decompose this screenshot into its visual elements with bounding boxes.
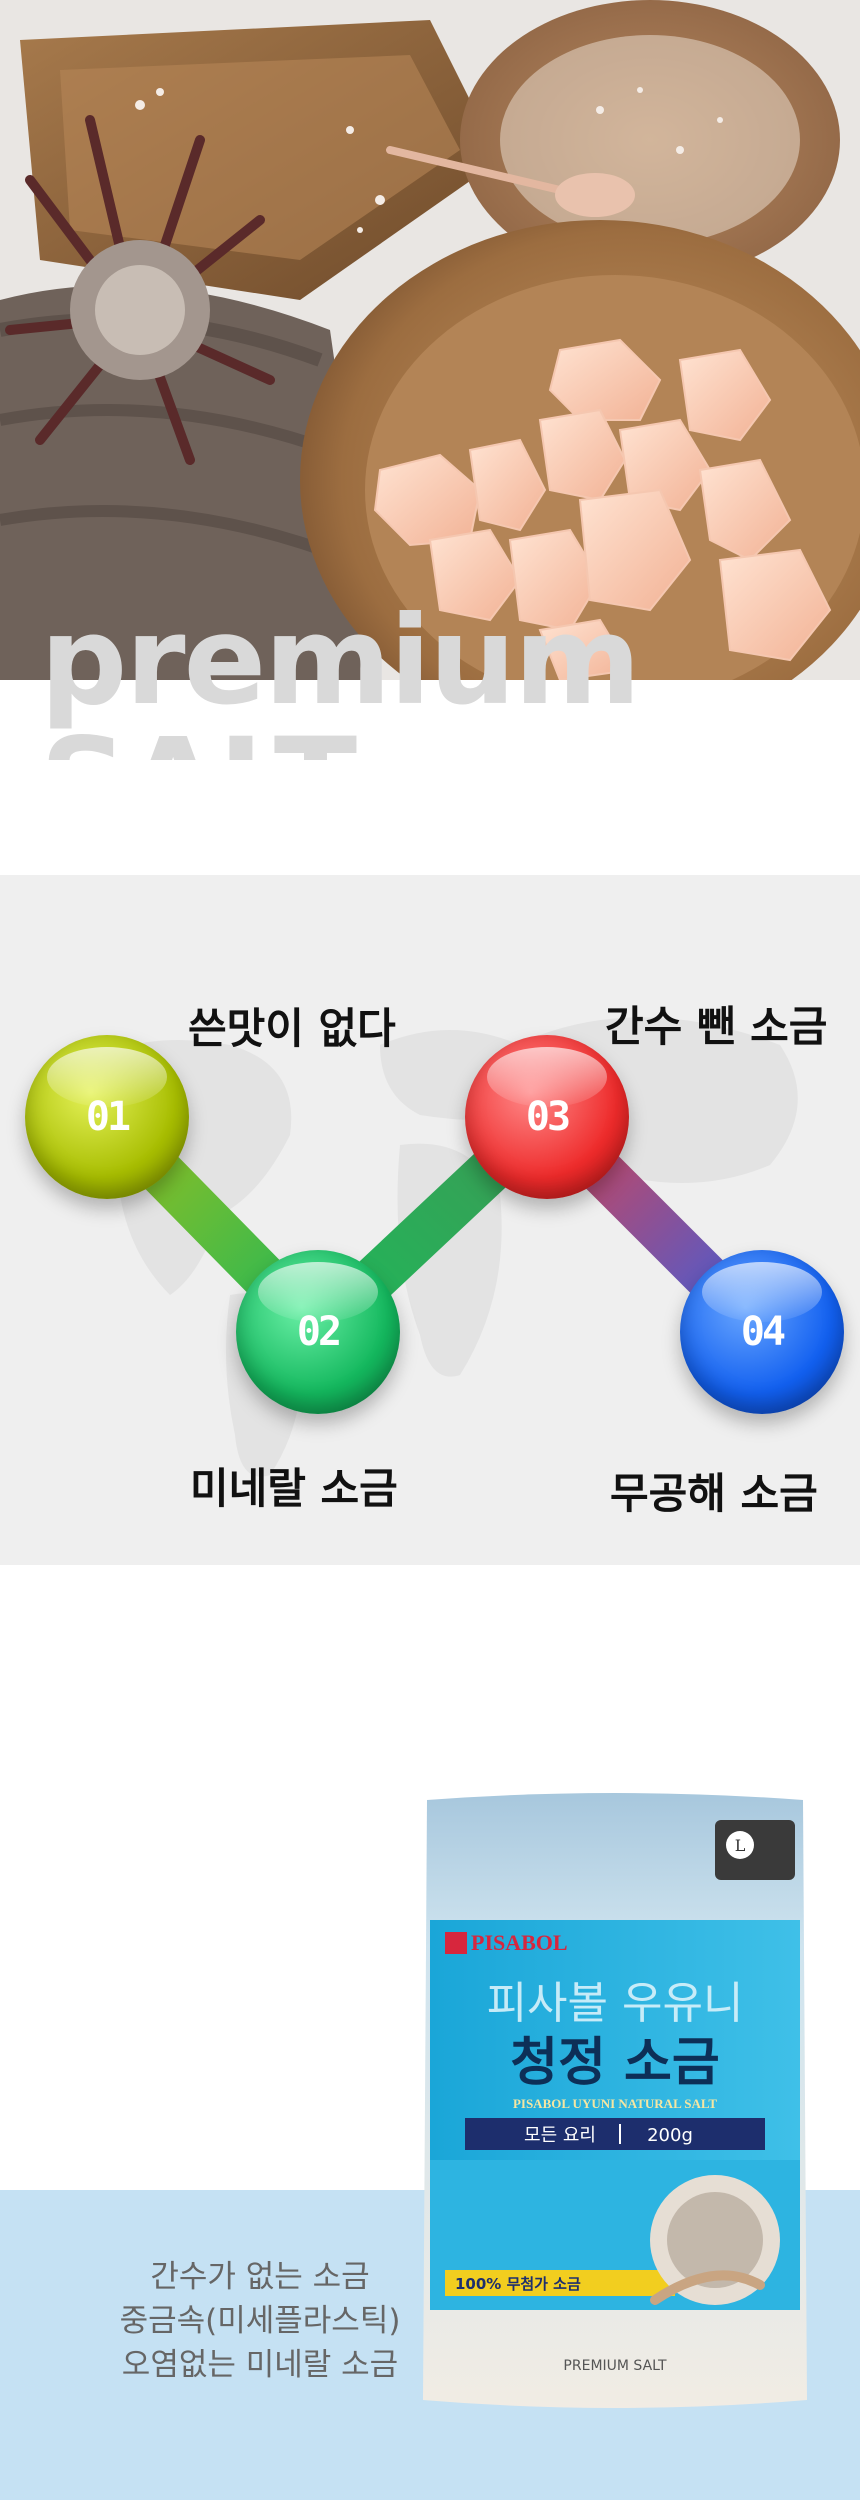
feature-label-3: 간수 뺀 소금 — [605, 1002, 828, 1051]
product-description: 간수가 없는 소금 중금속(미세플라스틱) 오염없는 미네랄 소금 — [60, 2255, 460, 2387]
package-badge: 100% 무첨가 소금 — [455, 2275, 581, 2293]
feature-badge-2: 02 — [236, 1250, 400, 1414]
product-line-2: 중금속(미세플라스틱) — [119, 2303, 401, 2339]
product-line-3: 오염없는 미네랄 소금 — [121, 2347, 399, 2383]
feature-label-4: 무공해 소금 — [610, 1469, 818, 1518]
feature-badge-3: 03 — [465, 1035, 629, 1199]
svg-text:L: L — [735, 1836, 746, 1855]
package-subtitle: PISABOL UYUNI NATURAL SALT — [513, 2096, 717, 2111]
package-title-line2: 청정 소금 — [510, 2033, 719, 2093]
package-usage: 모든 요리 — [524, 2125, 596, 2146]
hero-section — [0, 0, 860, 680]
package-weight: 200g — [647, 2125, 693, 2146]
feature-number-3: 03 — [525, 1094, 571, 1140]
package-brand: PISABOL — [471, 1930, 568, 1955]
feature-label-2: 미네랄 소금 — [190, 1464, 398, 1513]
feature-number-1: 01 — [85, 1094, 131, 1140]
hero-photo — [0, 0, 860, 680]
product-section: 간수가 없는 소금 중금속(미세플라스틱) 오염없는 미네랄 소금 L PISA… — [0, 1565, 860, 2500]
features-section: 쓴맛이 없다 간수 뺀 소금 미네랄 소금 무공해 소금 01 02 03 04 — [0, 875, 860, 1565]
product-package-image: L PISABOL 피사볼 우유니 청정 소금 PISABOL UYUNI NA… — [423, 1793, 807, 2408]
package-footer: PREMIUM SALT — [563, 2358, 667, 2374]
product-line-1: 간수가 없는 소금 — [150, 2259, 370, 2295]
feature-label-1: 쓴맛이 없다 — [188, 1004, 396, 1053]
feature-badge-4: 04 — [680, 1250, 844, 1414]
package-title-line1: 피사볼 우유니 — [487, 1978, 744, 2029]
feature-badge-1: 01 — [25, 1035, 189, 1199]
feature-number-2: 02 — [296, 1309, 342, 1355]
feature-number-4: 04 — [740, 1309, 786, 1355]
